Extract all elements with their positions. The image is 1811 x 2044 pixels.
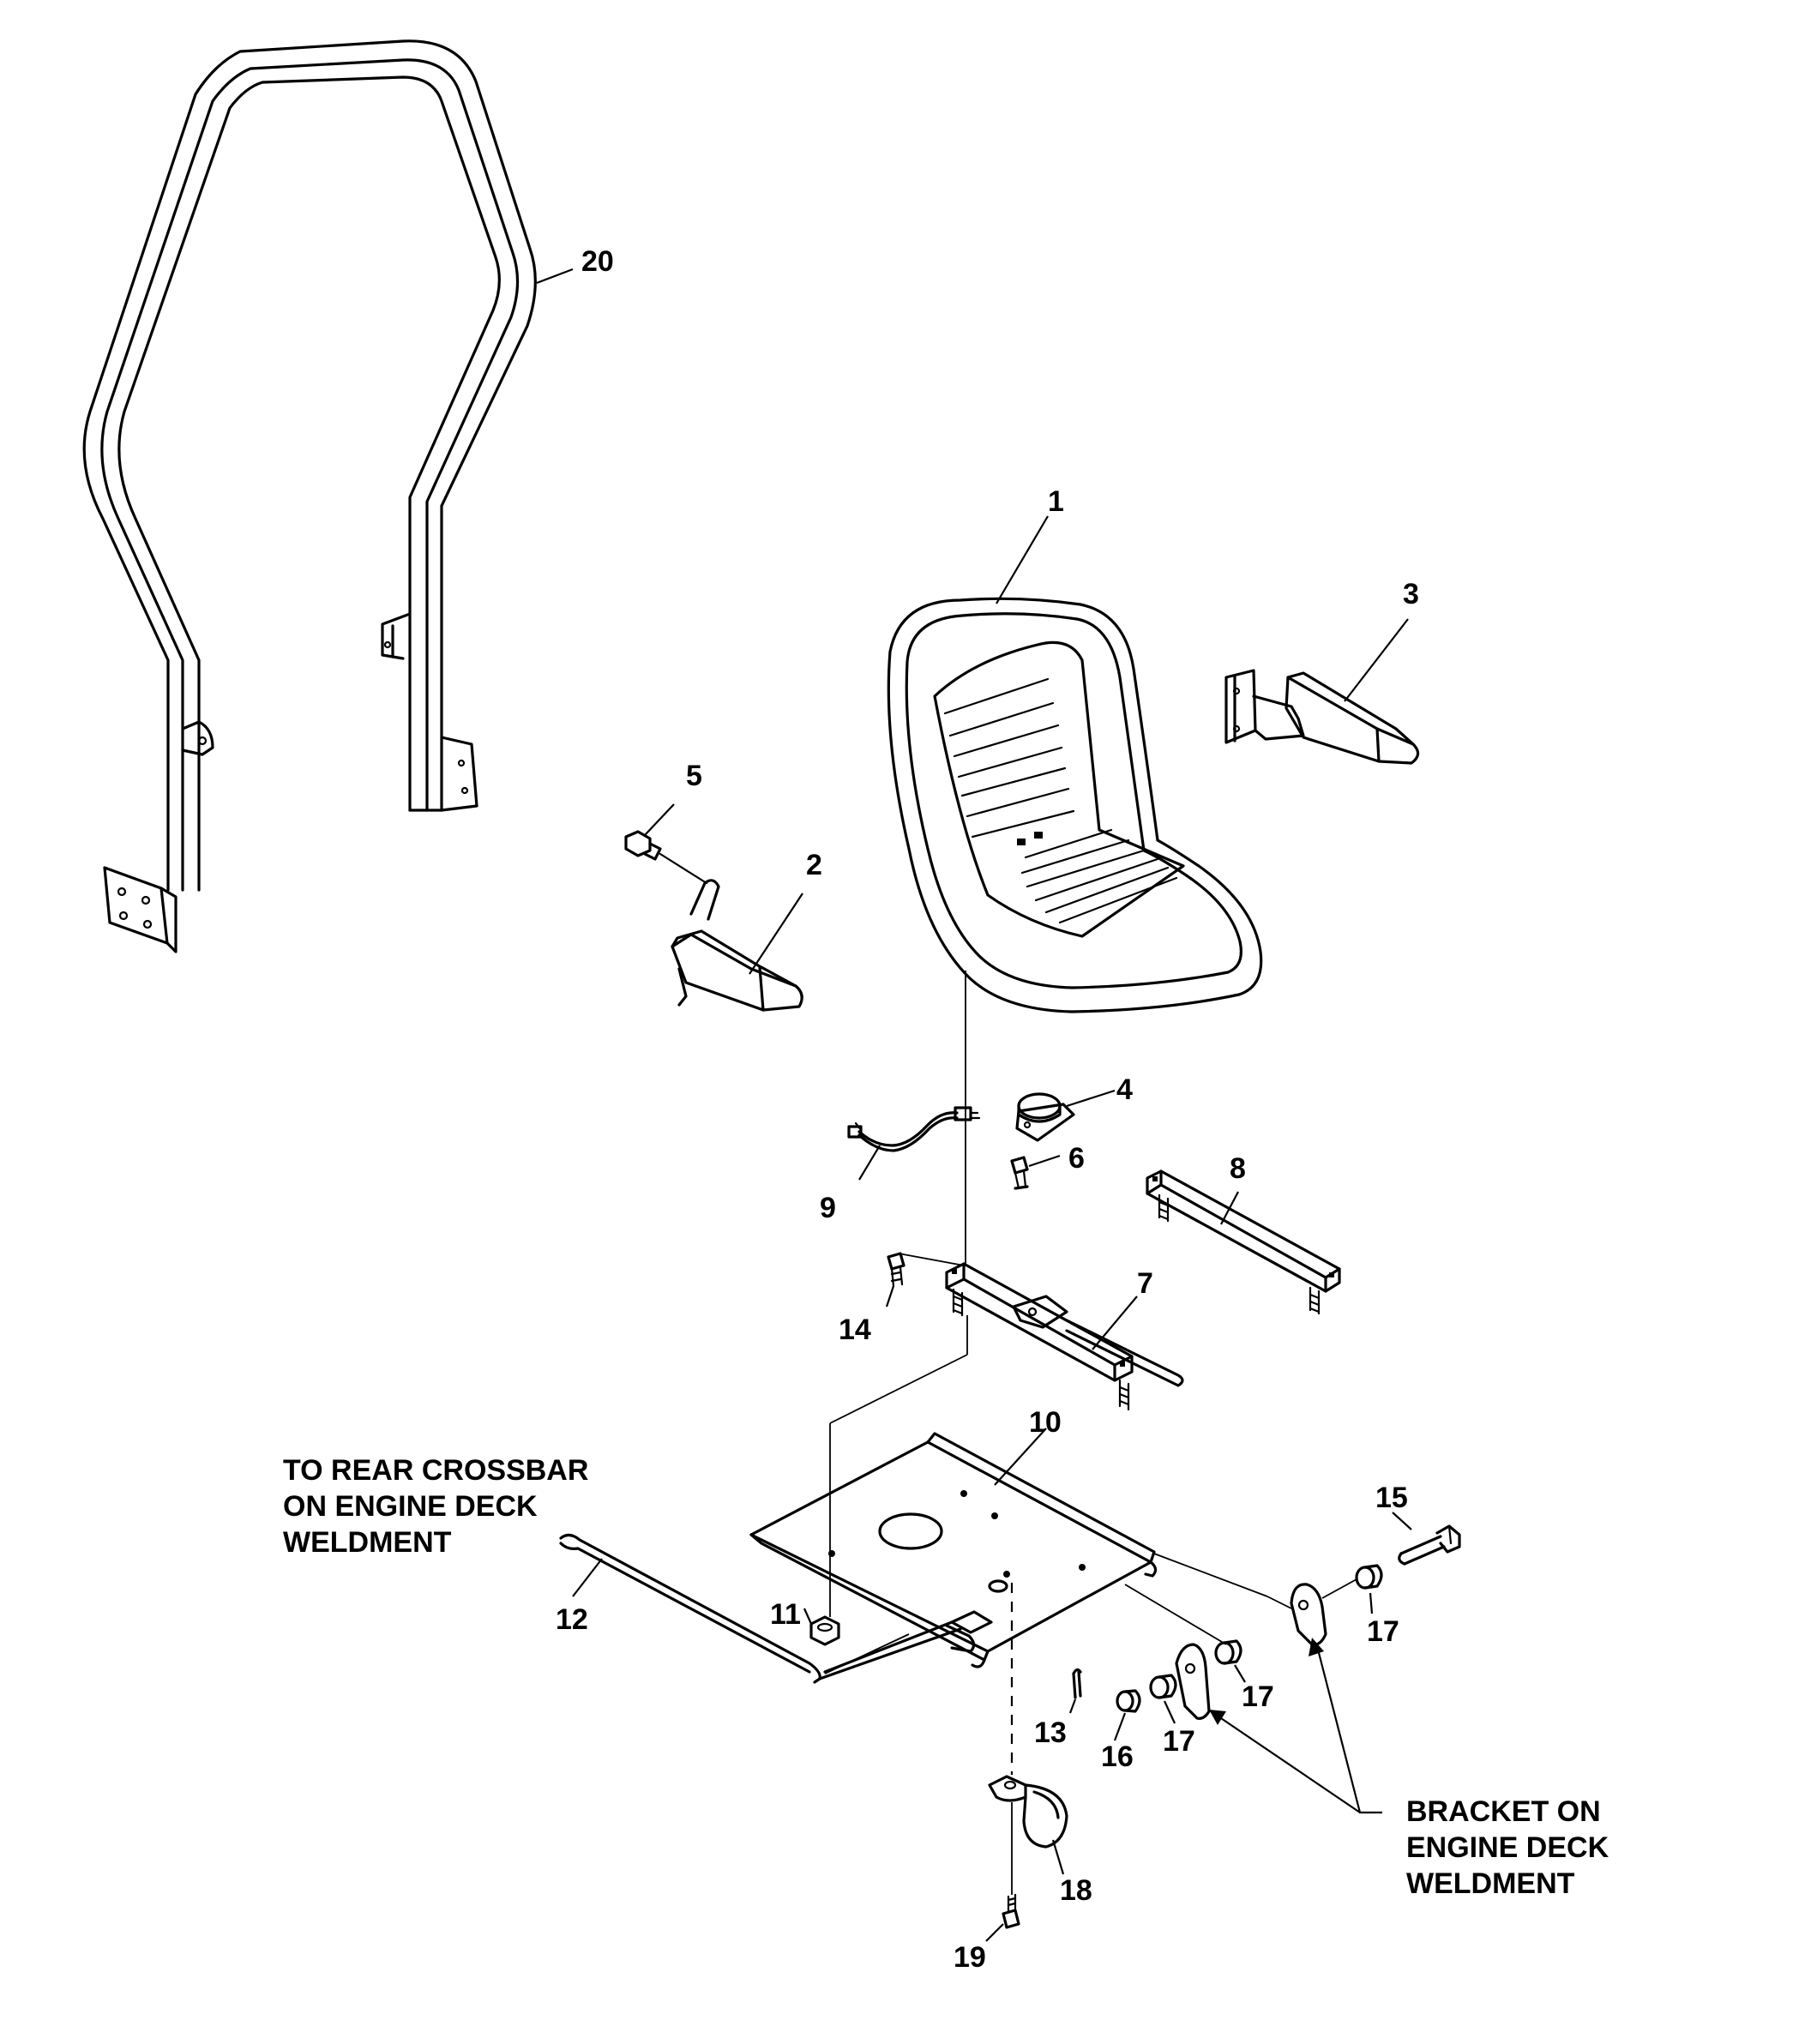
callout-2: 2 [806, 849, 822, 881]
callout-11: 11 [770, 1598, 801, 1631]
note-bracket-line-2: ENGINE DECK [1406, 1831, 1609, 1864]
seat-switch-part-4 [1015, 1092, 1075, 1142]
callout-1: 1 [1048, 485, 1064, 518]
seat-rail-latch-part-7 [945, 1262, 1184, 1411]
leader-lines [536, 268, 1412, 1942]
callout-16: 16 [1101, 1740, 1134, 1773]
note-rear-crossbar: TO REAR CROSSBAR ON ENGINE DECK WELDMENT [283, 1454, 588, 1559]
callout-labels: 20 1 3 5 2 4 6 8 9 7 14 10 15 11 12 17 1… [556, 245, 1419, 1974]
guide-part-18 [988, 1775, 1068, 1849]
note-rear-crossbar-line-3: WELDMENT [283, 1526, 452, 1559]
bolt-part-15 [1398, 1524, 1461, 1566]
roll-bar-part-20 [82, 39, 537, 953]
note-rear-crossbar-line-1: TO REAR CROSSBAR [283, 1454, 588, 1487]
callout-17-lower: 17 [1163, 1725, 1195, 1758]
screw-part-14 [887, 1252, 906, 1288]
callout-15: 15 [1375, 1482, 1408, 1514]
callout-5: 5 [686, 760, 702, 792]
callout-18: 18 [1060, 1874, 1092, 1907]
screw-part-6 [1010, 1156, 1029, 1190]
note-bracket: BRACKET ON ENGINE DECK WELDMENT [1406, 1795, 1609, 1900]
bracket-engine-deck-upper [1290, 1583, 1327, 1655]
bushing-part-17-upper [1355, 1564, 1383, 1590]
callout-4: 4 [1116, 1073, 1133, 1106]
screw-part-19 [1002, 1893, 1020, 1929]
callout-13: 13 [1034, 1716, 1067, 1749]
callout-12: 12 [556, 1603, 588, 1636]
seat-pan-part-10 [749, 1432, 1158, 1668]
bushing-part-16 [1116, 1689, 1141, 1713]
assembly-lines [824, 971, 1357, 1895]
callout-19: 19 [954, 1941, 986, 1974]
wire-harness-part-9 [847, 1106, 981, 1152]
note-bracket-line-3: WELDMENT [1406, 1867, 1575, 1900]
callout-14: 14 [839, 1314, 871, 1346]
callout-3: 3 [1403, 578, 1419, 610]
callout-10: 10 [1029, 1406, 1062, 1439]
note-rear-crossbar-line-2: ON ENGINE DECK [283, 1490, 538, 1523]
linkage-rod-part-12 [559, 1533, 976, 1684]
callout-20: 20 [581, 245, 614, 278]
seat-rail-part-8 [1146, 1169, 1341, 1315]
right-armrest-part-3 [1224, 669, 1420, 765]
callout-17-upper: 17 [1367, 1615, 1399, 1648]
note-bracket-line-1: BRACKET ON [1406, 1795, 1601, 1828]
nut-part-11 [809, 1615, 840, 1646]
callout-7: 7 [1137, 1267, 1153, 1300]
cotter-pin-part-13 [1072, 1668, 1082, 1699]
bracket-engine-deck-lower [1175, 1643, 1211, 1720]
left-armrest-part-2 [671, 879, 803, 1012]
bushing-part-17-lower [1149, 1674, 1177, 1699]
callout-8: 8 [1230, 1152, 1246, 1185]
callout-9: 9 [820, 1192, 836, 1224]
seat-part-1 [887, 597, 1263, 1013]
callout-6: 6 [1068, 1142, 1085, 1175]
bolt-part-5 [624, 830, 708, 885]
bushing-part-17-middle [1214, 1639, 1242, 1665]
callout-17-middle: 17 [1242, 1680, 1274, 1713]
